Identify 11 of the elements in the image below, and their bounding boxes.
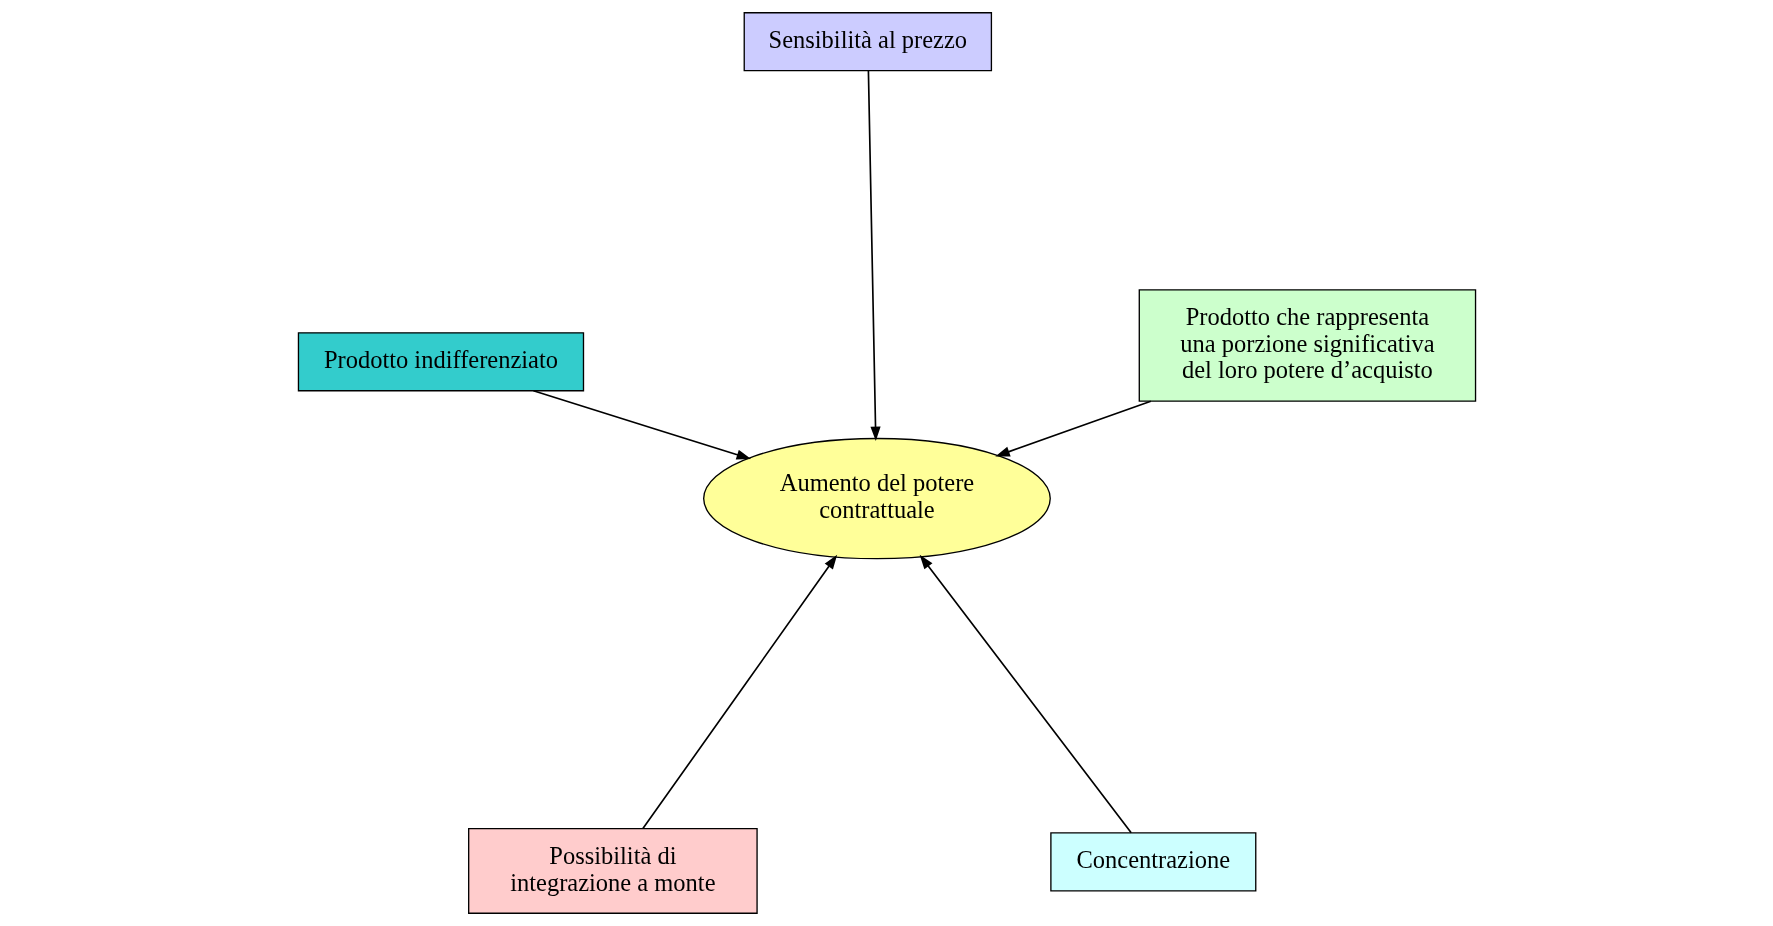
arrow — [919, 554, 1132, 834]
node-box: Concentrazione — [1049, 832, 1256, 892]
node-box: Possibilità di integrazione a monte — [467, 827, 758, 914]
arrow — [994, 400, 1152, 457]
node-box: Prodotto che rappresenta una porzione significativa del loro potere d’acquisto — [1138, 289, 1476, 402]
arrow — [532, 390, 751, 460]
arrow — [867, 70, 881, 442]
node-box: Sensibilità al prezzo — [743, 12, 992, 72]
arrow — [641, 554, 837, 830]
node-box: Prodotto indifferenziato — [297, 332, 584, 392]
node-ellipse: Aumento del potere contrattuale — [702, 437, 1051, 560]
